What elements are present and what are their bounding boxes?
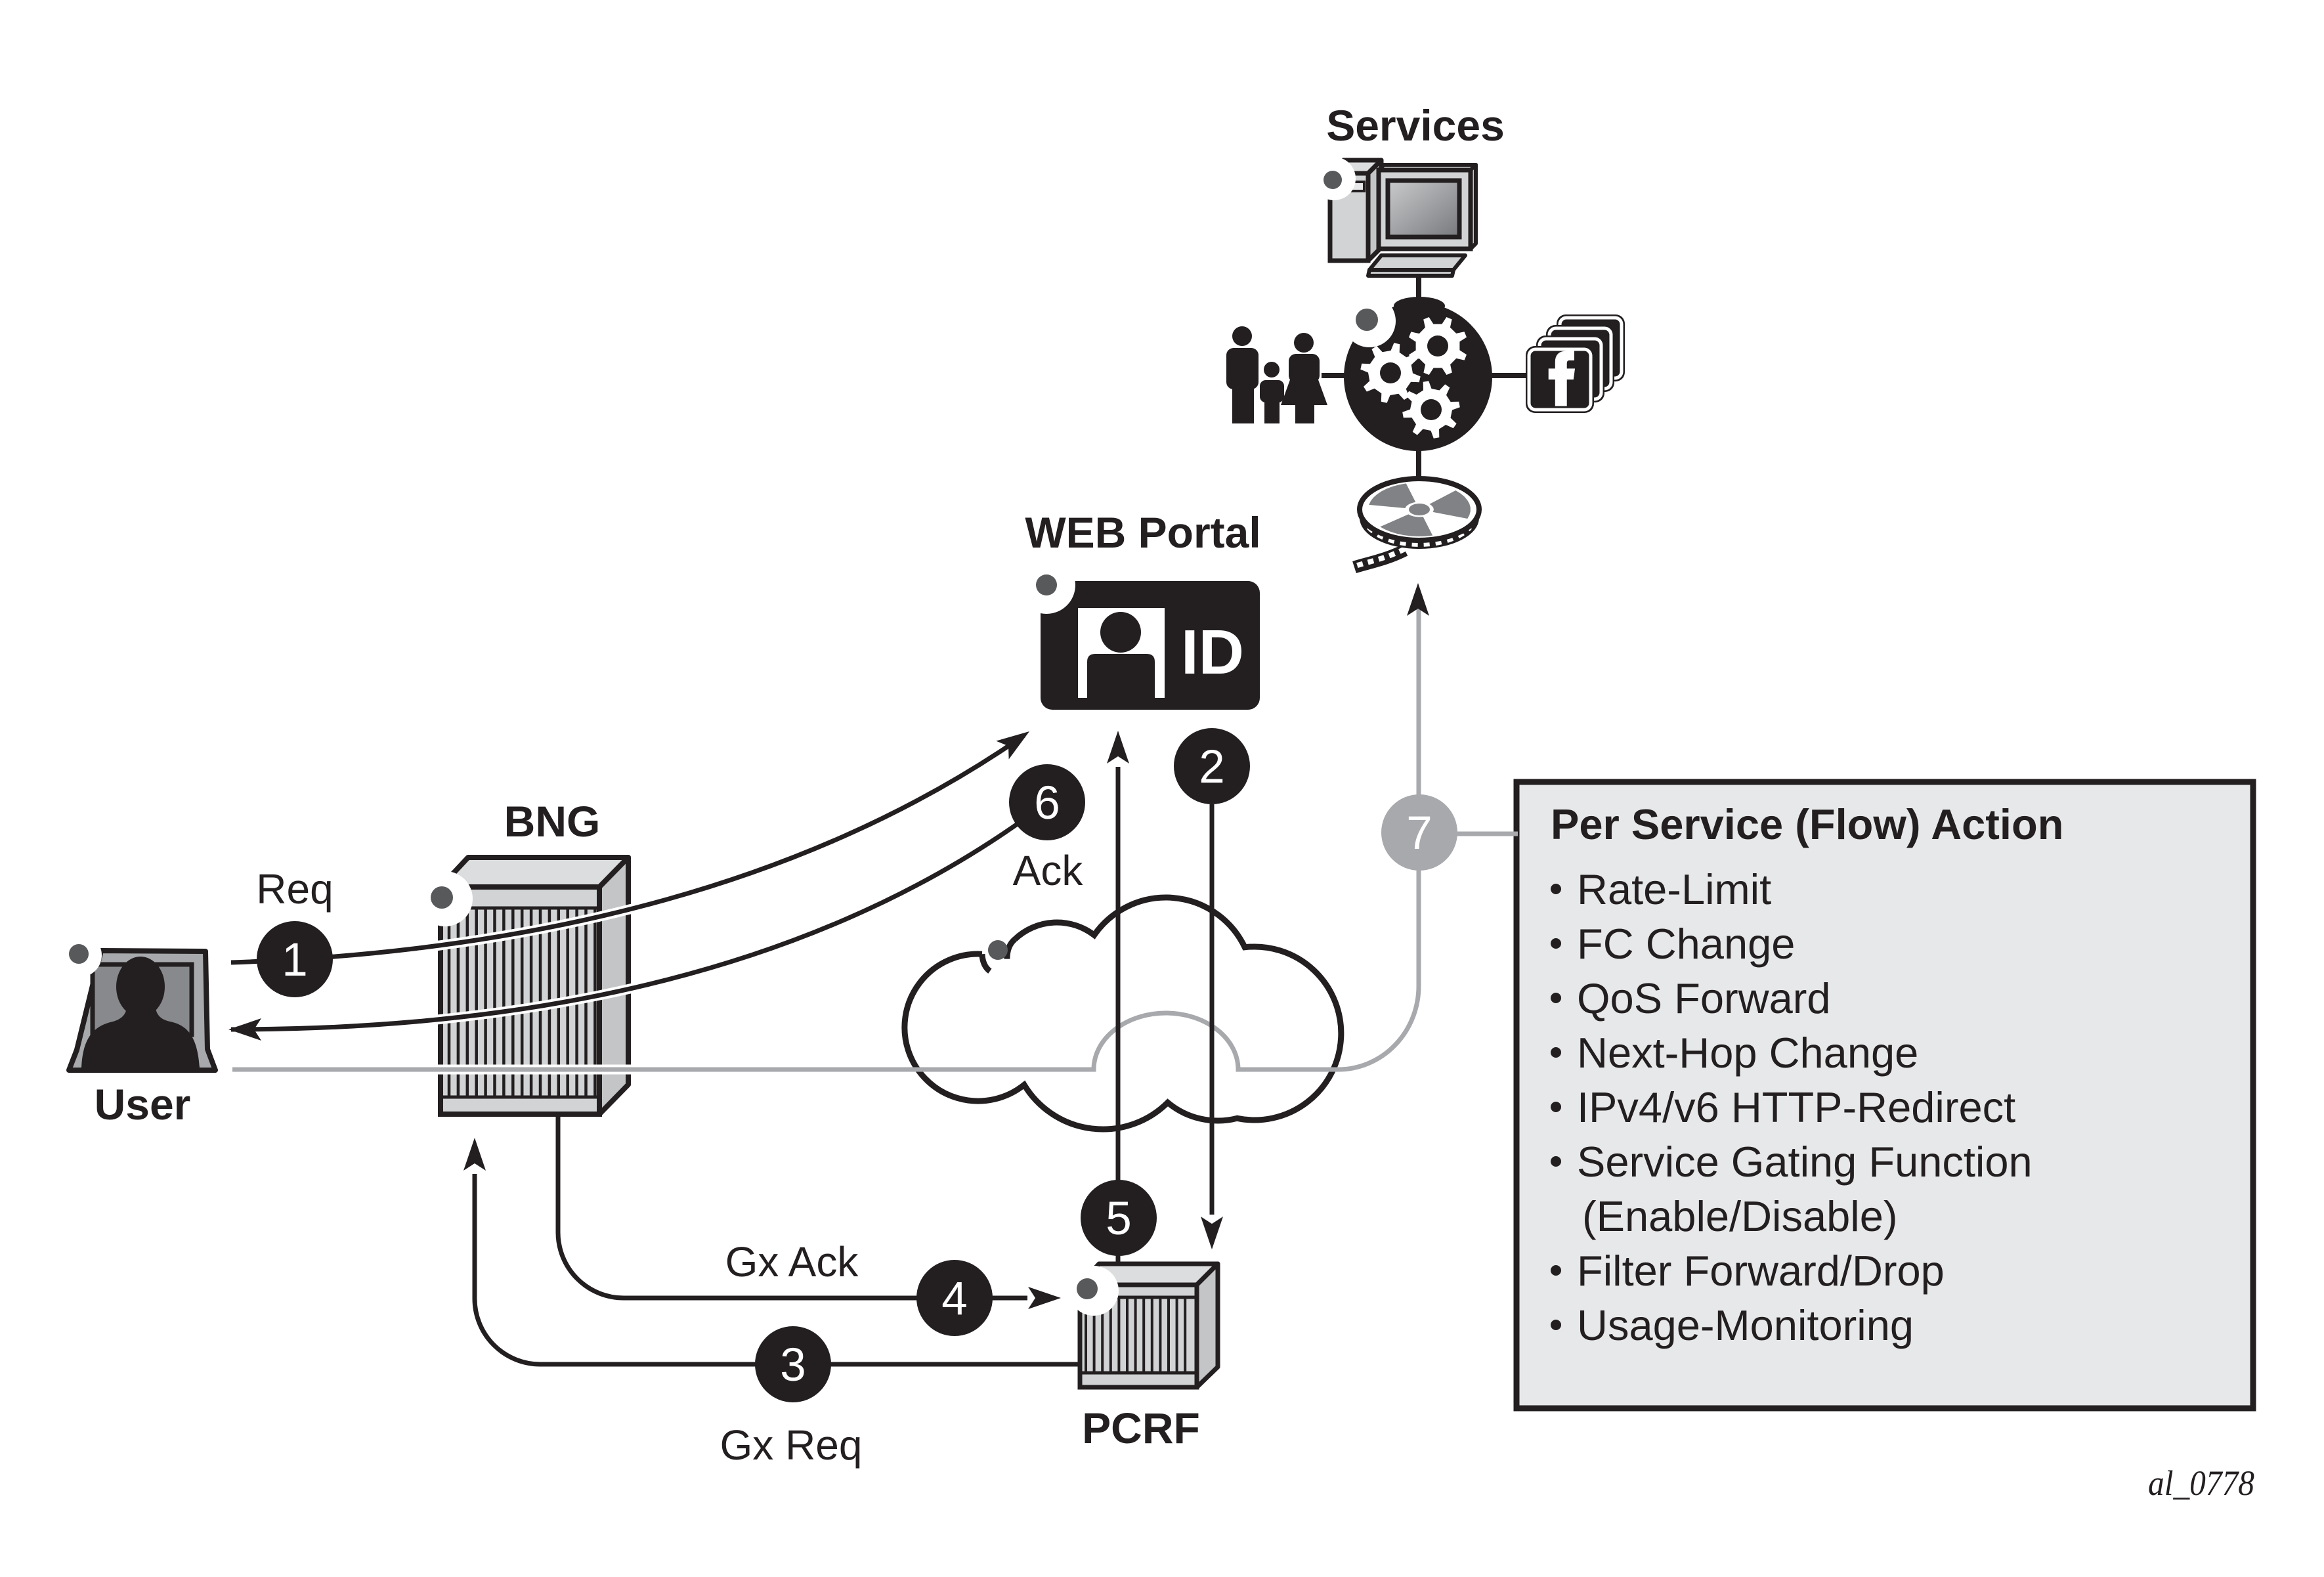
svg-text:Service Gating Function: Service Gating Function (1577, 1138, 2033, 1186)
svg-text:Usage-Monitoring: Usage-Monitoring (1577, 1301, 1914, 1349)
svg-text:IPv4/v6 HTTP-Redirect: IPv4/v6 HTTP-Redirect (1577, 1083, 2015, 1131)
svg-text:Filter Forward/Drop: Filter Forward/Drop (1577, 1247, 1945, 1295)
svg-text:PCRF: PCRF (1082, 1404, 1200, 1452)
svg-text:5: 5 (1106, 1193, 1132, 1245)
svg-text:User: User (95, 1080, 191, 1129)
svg-text:(Enable/Disable): (Enable/Disable) (1582, 1192, 1898, 1240)
svg-text:Rate-Limit: Rate-Limit (1577, 865, 1771, 913)
svg-text:BNG: BNG (504, 797, 601, 846)
svg-text:QoS Forward: QoS Forward (1577, 974, 1831, 1022)
svg-text:al_0778: al_0778 (2148, 1463, 2254, 1503)
svg-text:Gx Req: Gx Req (720, 1421, 863, 1469)
svg-text:1: 1 (282, 934, 308, 986)
svg-text:Per Service (Flow) Action: Per Service (Flow) Action (1551, 800, 2063, 848)
svg-text:3: 3 (780, 1339, 806, 1391)
svg-text:2: 2 (1199, 741, 1225, 793)
svg-text:WEB Portal: WEB Portal (1025, 508, 1260, 557)
svg-text:Gx Ack: Gx Ack (725, 1238, 859, 1285)
svg-text:4: 4 (941, 1273, 968, 1325)
svg-text:Req: Req (256, 865, 333, 913)
svg-text:ID: ID (1181, 617, 1244, 687)
svg-text:7: 7 (1406, 808, 1432, 859)
svg-text:Services: Services (1326, 101, 1505, 150)
svg-text:Ack: Ack (1013, 847, 1084, 894)
svg-text:FC Change: FC Change (1577, 920, 1795, 968)
svg-text:6: 6 (1034, 777, 1060, 829)
svg-text:Next-Hop Change: Next-Hop Change (1577, 1029, 1918, 1077)
